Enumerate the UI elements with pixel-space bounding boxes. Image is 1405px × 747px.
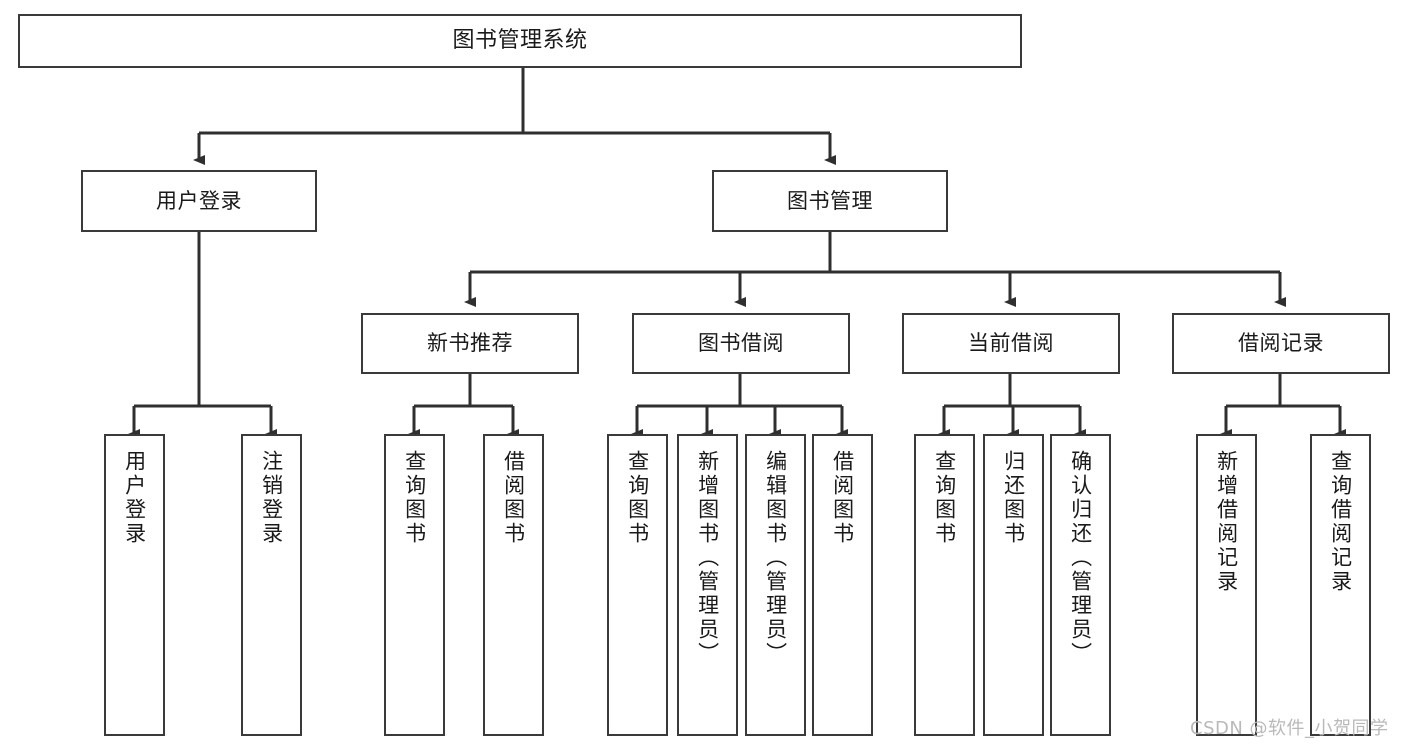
node-leaf-user-logout-label: 注销登录 <box>259 450 284 546</box>
node-leaf-add-record-label: 新增借阅记录 <box>1214 450 1239 594</box>
node-leaf-user-logout[interactable]: 注销登录 <box>241 434 302 736</box>
node-leaf-edit-book-label: 编辑图书（管理员） <box>763 450 788 666</box>
node-leaf-return-book[interactable]: 归还图书 <box>983 434 1044 736</box>
node-leaf-user-login-label: 用户登录 <box>122 450 147 546</box>
watermark: CSDN @软件_小贺同学 <box>1190 718 1389 739</box>
node-new-book-recommend-label: 新书推荐 <box>427 331 513 356</box>
node-book-manage-label: 图书管理 <box>787 188 873 213</box>
node-root[interactable]: 图书管理系统 <box>18 14 1022 68</box>
node-leaf-borrow-book-2[interactable]: 借阅图书 <box>812 434 873 736</box>
node-leaf-add-record[interactable]: 新增借阅记录 <box>1196 434 1257 736</box>
node-leaf-query-book-3-label: 查询图书 <box>932 450 957 546</box>
node-user-login[interactable]: 用户登录 <box>81 170 317 232</box>
node-leaf-query-book-2[interactable]: 查询图书 <box>607 434 668 736</box>
node-leaf-query-book-2-label: 查询图书 <box>625 450 650 546</box>
node-leaf-borrow-book-2-label: 借阅图书 <box>830 450 855 546</box>
node-leaf-add-book[interactable]: 新增图书（管理员） <box>677 434 738 736</box>
node-book-borrow-label: 图书借阅 <box>698 331 784 356</box>
node-leaf-query-book-1-label: 查询图书 <box>402 450 427 546</box>
node-leaf-query-record[interactable]: 查询借阅记录 <box>1310 434 1371 736</box>
node-leaf-query-record-label: 查询借阅记录 <box>1328 450 1353 594</box>
node-current-borrow-label: 当前借阅 <box>968 331 1054 356</box>
node-borrow-record[interactable]: 借阅记录 <box>1172 313 1390 374</box>
node-root-label: 图书管理系统 <box>452 28 588 54</box>
node-leaf-query-book-3[interactable]: 查询图书 <box>914 434 975 736</box>
node-leaf-user-login[interactable]: 用户登录 <box>104 434 165 736</box>
node-leaf-confirm-return[interactable]: 确认归还（管理员） <box>1050 434 1111 736</box>
node-new-book-recommend[interactable]: 新书推荐 <box>361 313 579 374</box>
node-user-login-label: 用户登录 <box>156 188 242 213</box>
node-current-borrow[interactable]: 当前借阅 <box>902 313 1120 374</box>
node-leaf-return-book-label: 归还图书 <box>1001 450 1026 546</box>
node-book-borrow[interactable]: 图书借阅 <box>632 313 850 374</box>
node-leaf-confirm-return-label: 确认归还（管理员） <box>1068 450 1093 666</box>
node-leaf-add-book-label: 新增图书（管理员） <box>695 450 720 666</box>
node-leaf-borrow-book-1-label: 借阅图书 <box>501 450 526 546</box>
node-leaf-query-book-1[interactable]: 查询图书 <box>384 434 445 736</box>
node-book-manage[interactable]: 图书管理 <box>712 170 948 232</box>
node-borrow-record-label: 借阅记录 <box>1238 331 1324 356</box>
node-leaf-borrow-book-1[interactable]: 借阅图书 <box>483 434 544 736</box>
node-leaf-edit-book[interactable]: 编辑图书（管理员） <box>745 434 806 736</box>
